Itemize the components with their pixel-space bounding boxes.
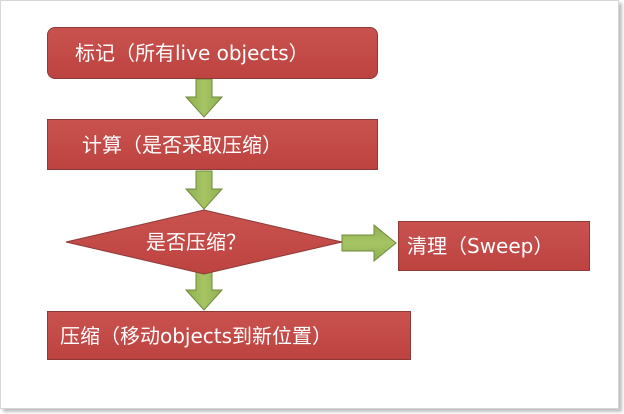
step-mark-label: 标记（所有live objects）	[75, 41, 309, 65]
step-sweep-label: 清理（Sweep）	[407, 234, 554, 258]
step-compact-box: 压缩（移动objects到新位置）	[47, 311, 411, 360]
arrow-right-sweep	[341, 223, 397, 263]
step-compute-label: 计算（是否采取压缩）	[82, 132, 282, 157]
decision-label: 是否压缩？	[146, 230, 246, 254]
arrow-down-2	[184, 170, 224, 210]
step-sweep-box: 清理（Sweep）	[398, 221, 590, 271]
arrow-down-3	[184, 270, 224, 311]
step-compact-label: 压缩（移动objects到新位置）	[60, 323, 333, 348]
decision-diamond	[65, 209, 343, 275]
arrow-down-1	[184, 78, 224, 118]
step-compute-box: 计算（是否采取压缩）	[47, 119, 378, 170]
step-mark-box: 标记（所有live objects）	[47, 27, 378, 79]
